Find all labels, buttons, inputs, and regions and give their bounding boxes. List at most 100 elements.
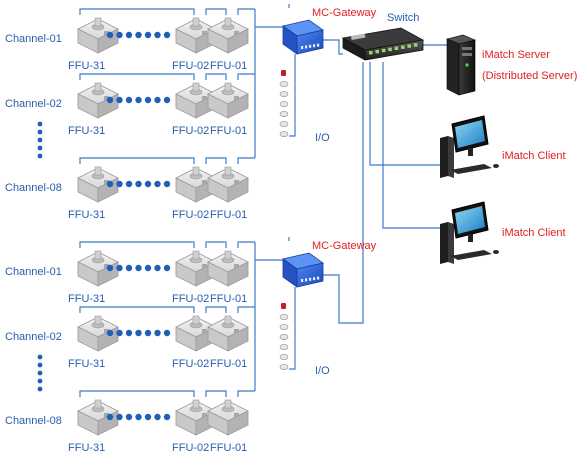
- ellipsis-dot: [106, 180, 114, 188]
- ellipsis-dot: [116, 31, 123, 39]
- switch-port: [401, 45, 405, 49]
- wire: [205, 306, 227, 313]
- ffu-motor-housing: [224, 399, 232, 409]
- server-label-line2: (Distributed Server): [482, 70, 577, 82]
- ffu-label-last: FFU-01: [210, 293, 247, 305]
- switch-port: [413, 43, 418, 47]
- ffu-connector: [234, 180, 239, 184]
- ffu-motor-housing: [192, 315, 200, 325]
- wire: [323, 62, 364, 324]
- ffu-right-face: [227, 261, 249, 287]
- server-tower-icon: [446, 34, 476, 96]
- server-side: [446, 38, 460, 96]
- ffu-motor-housing: [94, 17, 102, 27]
- ellipsis-dot: [125, 264, 133, 272]
- gateway-port: [301, 46, 304, 49]
- ffu-motor-housing: [192, 17, 200, 27]
- io-indicator: [281, 303, 286, 309]
- ffu-unit-icon: [207, 250, 249, 287]
- ffu-connector: [234, 329, 239, 333]
- gateway-icon: [282, 19, 324, 55]
- ffu-motor-housing: [224, 82, 232, 92]
- wire: [79, 241, 195, 248]
- ellipsis-dot: [125, 329, 133, 337]
- wire: [205, 390, 227, 397]
- ffu-connector: [202, 329, 207, 333]
- vertical-ellipsis-dot: [37, 129, 43, 135]
- switch-port: [394, 46, 399, 50]
- ffu-motor-housing: [224, 166, 232, 176]
- ffu-right-face: [227, 28, 249, 54]
- ellipsis-dot: [144, 264, 152, 272]
- ffu-label-last: FFU-01: [210, 442, 247, 454]
- vertical-ellipsis-dot: [37, 354, 43, 360]
- gateway-port: [309, 44, 312, 48]
- wire: [369, 62, 440, 166]
- switch-label: Switch: [387, 12, 419, 24]
- io-terminal: [279, 91, 289, 97]
- ffu-connector: [202, 31, 207, 35]
- io-terminal: [279, 364, 289, 370]
- diagram-nodes: [37, 17, 499, 436]
- gateway-port: [313, 44, 316, 48]
- vertical-ellipsis-dot: [37, 153, 43, 159]
- desktop-pc-icon: [440, 201, 499, 264]
- ffu-unit-icon: [175, 17, 217, 54]
- ffu-connector: [202, 264, 207, 268]
- gateway-port: [317, 43, 320, 47]
- vertical-ellipsis-dot: [37, 137, 43, 143]
- client-label: iMatch Client: [502, 227, 566, 239]
- wire: [382, 62, 440, 229]
- ffu-label-last: FFU-01: [210, 60, 247, 72]
- io-terminal: [279, 101, 289, 107]
- vertical-ellipsis-dot: [37, 121, 43, 127]
- ffu-connector: [234, 96, 239, 100]
- ffu-label-last: FFU-01: [210, 209, 247, 221]
- wire: [79, 390, 195, 397]
- ellipsis-dot: [116, 96, 123, 104]
- ffu-label-mid: FFU-02: [172, 293, 209, 305]
- ffu-unit-icon: [207, 82, 249, 119]
- io-module-icon: [279, 70, 289, 137]
- io-terminal: [279, 354, 289, 360]
- monitor-screen: [455, 206, 485, 234]
- ffu-label-last: FFU-01: [210, 125, 247, 137]
- switch-port: [388, 47, 392, 52]
- ellipsis-dot: [144, 413, 152, 421]
- monitor-stand: [468, 234, 473, 242]
- ellipsis-dot: [116, 413, 123, 421]
- ellipsis-dot: [163, 264, 171, 272]
- ffu-unit-icon: [207, 399, 249, 436]
- ffu-motor-housing: [224, 250, 232, 260]
- ffu-label-mid: FFU-02: [172, 60, 209, 72]
- ffu-label-first: FFU-31: [68, 125, 105, 137]
- ellipsis-dot: [135, 180, 142, 188]
- ffu-connector: [202, 413, 207, 417]
- channel-label: Channel-02: [5, 331, 62, 343]
- client-label: iMatch Client: [502, 150, 566, 162]
- ellipsis-dot: [106, 31, 114, 39]
- ffu-unit-icon: [207, 166, 249, 203]
- gateway-front: [296, 262, 324, 288]
- ellipsis-dot: [144, 180, 152, 188]
- wire: [237, 306, 255, 313]
- ffu-connector: [104, 264, 109, 268]
- ffu-connector: [104, 31, 109, 35]
- wire: [289, 54, 296, 137]
- ffu-label-first: FFU-31: [68, 60, 105, 72]
- io-terminal: [279, 324, 289, 330]
- io-label: I/O: [315, 365, 330, 377]
- ellipsis-dot: [106, 329, 114, 337]
- ffu-right-face: [227, 93, 249, 119]
- io-terminal: [279, 121, 289, 127]
- ffu-label-last: FFU-01: [210, 358, 247, 370]
- ffu-label-mid: FFU-02: [172, 209, 209, 221]
- wire: [79, 157, 195, 164]
- wire: [205, 73, 227, 80]
- ellipsis-dot: [163, 96, 171, 104]
- gateway-port: [305, 45, 308, 49]
- ffu-unit-icon: [207, 315, 249, 352]
- ffu-motor-housing: [192, 82, 200, 92]
- wire: [237, 241, 255, 248]
